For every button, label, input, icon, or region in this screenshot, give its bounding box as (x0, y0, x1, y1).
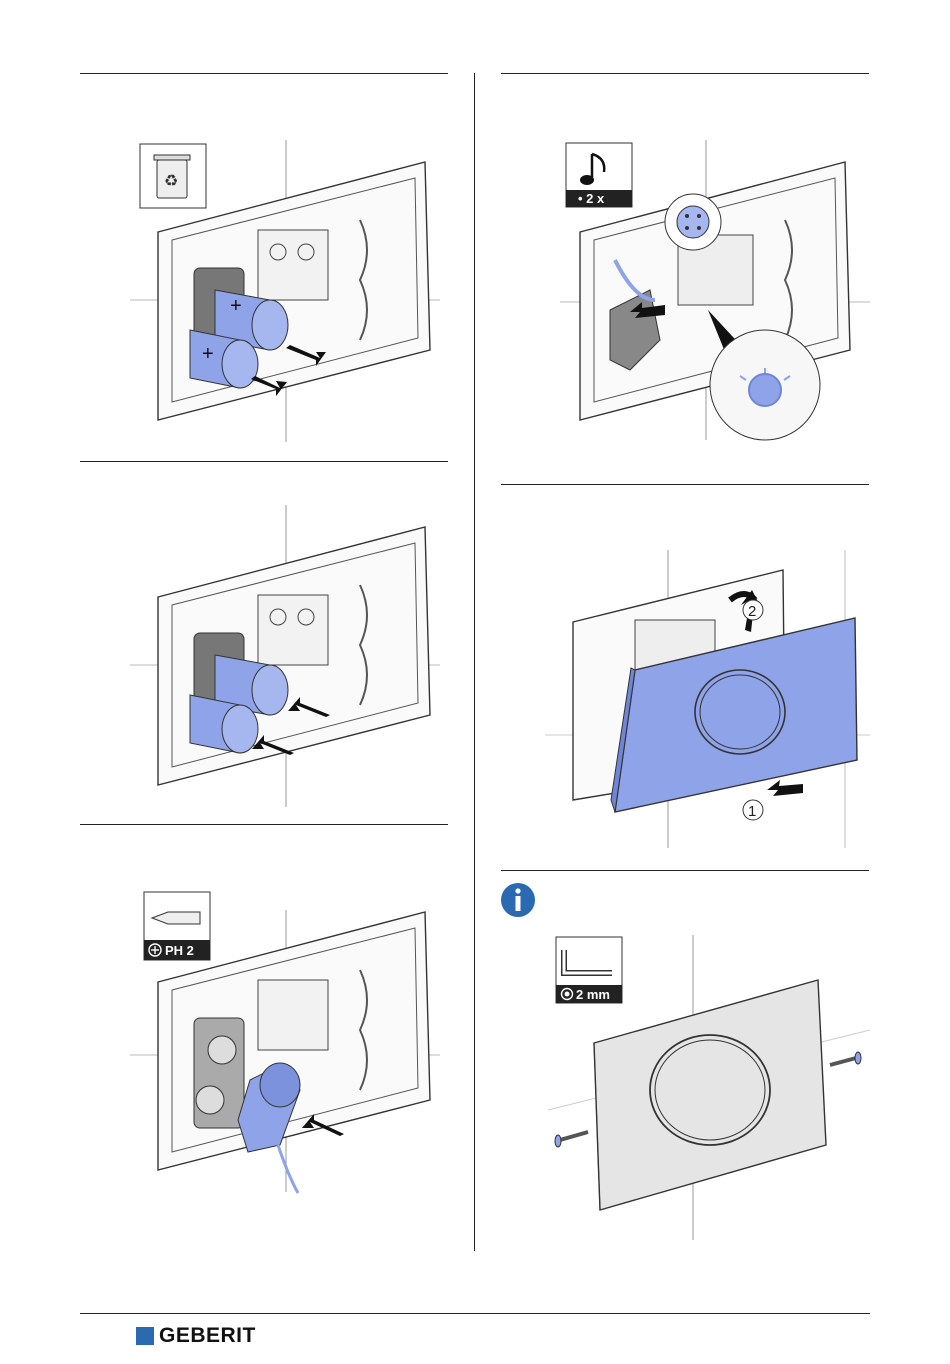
tilt-marker: 2 (748, 603, 756, 620)
divider-right-3 (501, 870, 869, 871)
svg-text:+: + (230, 295, 242, 317)
hex-key-size-label: 2 mm (576, 987, 610, 1002)
signal-count-label: • 2 x (578, 191, 605, 206)
screwdriver-size-label: PH 2 (165, 943, 194, 958)
zoom-led (710, 330, 820, 440)
divider-left-2 (80, 461, 448, 462)
screwdriver-icon: PH 2 (144, 892, 210, 960)
step-attach-cover: 2 1 (545, 550, 870, 850)
footer-divider (80, 1313, 870, 1314)
brand-wordmark: GEBERIT (159, 1324, 256, 1348)
divider-top-right (501, 73, 869, 74)
recycle-bin-icon: ♻ (140, 144, 206, 208)
divider-left-3 (80, 824, 448, 825)
geberit-logo: GEBERIT (136, 1324, 256, 1348)
divider-right-2 (501, 484, 869, 485)
info-icon (501, 883, 535, 917)
hex-key-icon: 2 mm (556, 937, 622, 1003)
step-remove-batteries: + + ♻ (130, 140, 440, 445)
step-mount-module: PH 2 (130, 890, 440, 1195)
svg-text:♻: ♻ (164, 173, 178, 190)
divider-top-left (80, 73, 448, 74)
svg-text:+: + (202, 343, 214, 365)
step-secure-plate: 2 mm (498, 880, 870, 1245)
music-note-icon: • 2 x (566, 143, 632, 207)
push-marker: 1 (748, 803, 756, 820)
column-divider (474, 73, 475, 1251)
step-insert-batteries (130, 505, 440, 810)
screw-left-icon (555, 1132, 588, 1147)
cover-plate-final (594, 980, 826, 1210)
zoom-connector (665, 194, 721, 250)
logo-square-icon (136, 1327, 154, 1345)
step-acoustic-signal: • 2 x (560, 140, 870, 445)
screw-right-icon (830, 1052, 861, 1065)
